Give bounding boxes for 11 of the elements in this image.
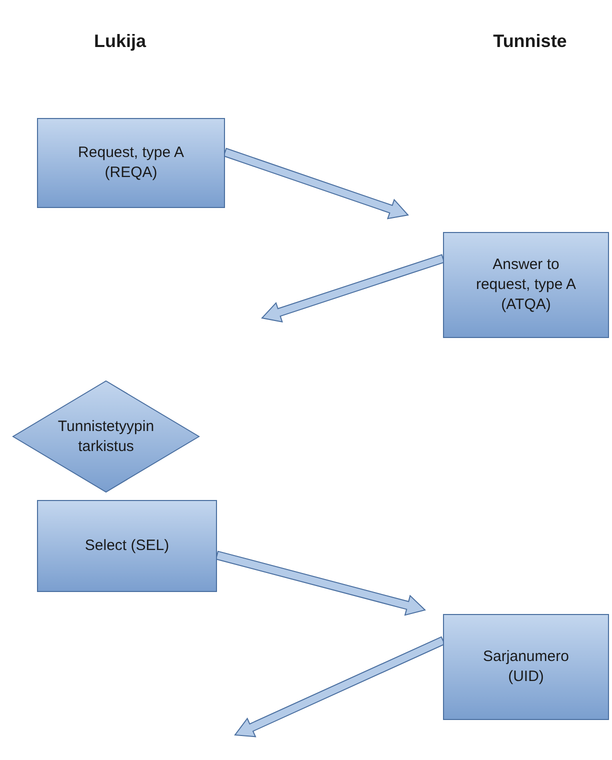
block-arrow <box>215 550 426 616</box>
node-text: Request, type A (REQA) <box>77 143 185 183</box>
block-arrow <box>223 148 409 220</box>
node-text: Tunnistetyypin tarkistus <box>56 416 156 456</box>
node-text: Answer to request, type A (ATQA) <box>474 255 578 315</box>
block-arrow <box>261 254 445 323</box>
node-text: Select (SEL) <box>84 536 170 556</box>
node-text: Sarjanumero (UID) <box>482 647 570 687</box>
block-arrow <box>234 636 446 738</box>
column-heading: Tunniste <box>492 30 568 53</box>
column-heading: Lukija <box>92 30 148 53</box>
